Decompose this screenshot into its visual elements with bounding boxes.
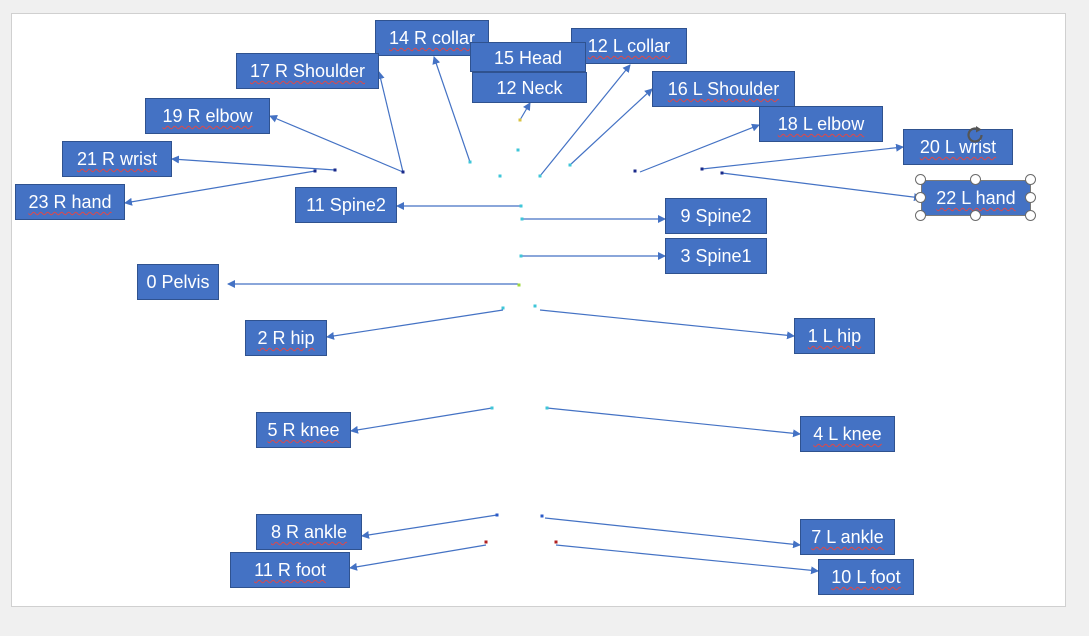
label-pelvis[interactable]: 0 Pelvis — [137, 264, 219, 300]
resize-handle-icon[interactable] — [915, 210, 926, 221]
label-text: 22 L hand — [936, 188, 1016, 208]
label-text: 17 R Shoulder — [249, 61, 366, 81]
label-l-foot[interactable]: 10 L foot — [818, 559, 914, 595]
label-text: 16 L Shoulder — [667, 79, 780, 99]
label-text: 2 R hip — [257, 328, 315, 348]
resize-handle-icon[interactable] — [1025, 210, 1036, 221]
label-text: 21 R wrist — [76, 149, 157, 169]
label-spine2-left[interactable]: 9 Spine2 — [665, 198, 767, 234]
label-spine1[interactable]: 3 Spine1 — [665, 238, 767, 274]
label-text: 14 R collar — [388, 28, 476, 48]
label-l-ankle[interactable]: 7 L ankle — [800, 519, 895, 555]
label-l-shoulder[interactable]: 16 L Shoulder — [652, 71, 795, 107]
label-r-elbow[interactable]: 19 R elbow — [145, 98, 270, 134]
resize-handle-icon[interactable] — [970, 174, 981, 185]
label-r-hip[interactable]: 2 R hip — [245, 320, 327, 356]
label-text: 12 L collar — [587, 36, 671, 56]
label-text: 3 Spine1 — [680, 246, 752, 266]
label-text: 1 L hip — [807, 326, 862, 346]
label-l-hip[interactable]: 1 L hip — [794, 318, 875, 354]
label-l-knee[interactable]: 4 L knee — [800, 416, 895, 452]
label-text: 4 L knee — [813, 424, 882, 444]
resize-handle-icon[interactable] — [915, 174, 926, 185]
label-text: 7 L ankle — [811, 527, 884, 547]
label-text: 9 Spine2 — [680, 206, 752, 226]
label-r-wrist[interactable]: 21 R wrist — [62, 141, 172, 177]
label-r-ankle[interactable]: 8 R ankle — [256, 514, 362, 550]
label-text: 15 Head — [493, 48, 563, 68]
label-neck[interactable]: 12 Neck — [472, 72, 587, 103]
label-text: 18 L elbow — [777, 114, 865, 134]
label-l-wrist[interactable]: 20 L wrist — [903, 129, 1013, 165]
label-text: 19 R elbow — [162, 106, 253, 126]
label-text: 10 L foot — [831, 567, 901, 587]
label-r-collar[interactable]: 14 R collar — [375, 20, 489, 56]
label-text: 8 R ankle — [270, 522, 348, 542]
label-spine2-right[interactable]: 11 Spine2 — [295, 187, 397, 223]
label-text: 11 R foot — [254, 560, 326, 580]
rotate-handle-icon[interactable] — [964, 124, 986, 146]
label-text: 5 R knee — [267, 420, 340, 440]
label-r-hand[interactable]: 23 R hand — [15, 184, 125, 220]
label-r-foot[interactable]: 11 R foot — [230, 552, 350, 588]
label-head[interactable]: 15 Head — [470, 42, 586, 72]
label-text: 11 Spine2 — [306, 195, 386, 215]
label-text: 12 Neck — [496, 78, 563, 98]
resize-handle-icon[interactable] — [1025, 174, 1036, 185]
resize-handle-icon[interactable] — [915, 192, 926, 203]
resize-handle-icon[interactable] — [970, 210, 981, 221]
label-l-collar[interactable]: 12 L collar — [571, 28, 687, 64]
label-text: 0 Pelvis — [146, 272, 210, 292]
label-r-knee[interactable]: 5 R knee — [256, 412, 351, 448]
resize-handle-icon[interactable] — [1025, 192, 1036, 203]
label-r-shoulder[interactable]: 17 R Shoulder — [236, 53, 379, 89]
label-text: 23 R hand — [28, 192, 112, 212]
label-l-elbow[interactable]: 18 L elbow — [759, 106, 883, 142]
